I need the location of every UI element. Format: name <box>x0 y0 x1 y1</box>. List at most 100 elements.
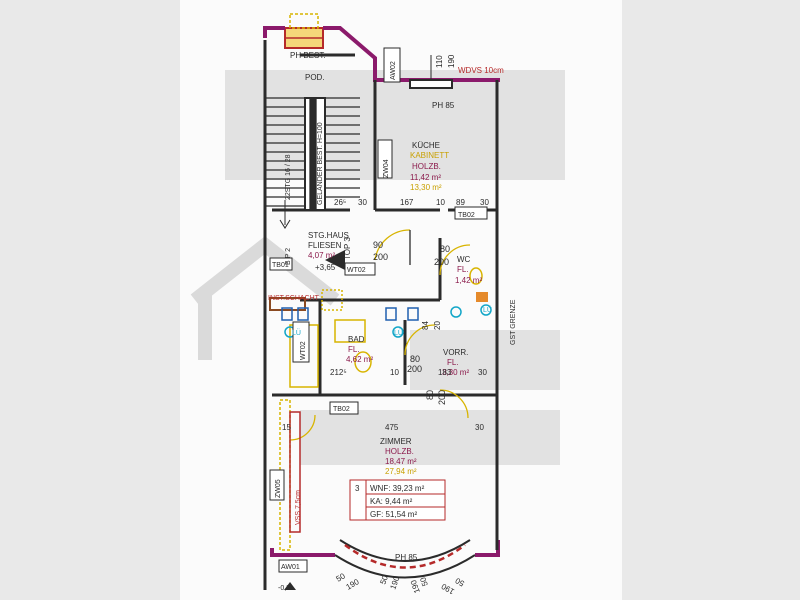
label-d200a: 200 <box>373 252 388 262</box>
label-wt02-left: WT02 <box>300 341 307 360</box>
labels: PH BEST. POD. AW02 110 190 WDVS 10cm PH … <box>268 51 517 596</box>
label-d-10: 10 <box>436 198 445 207</box>
label-ph85-bay: PH 85 <box>395 553 418 562</box>
label-gelaender: GELÄNDER BEST. H=100 <box>316 122 324 205</box>
label-bad: BAD <box>348 335 365 344</box>
zimmer-window <box>289 411 301 533</box>
label-stg-haus: STG.HAUS <box>308 231 349 240</box>
label-b50d: 50 <box>453 576 466 589</box>
label-zw04: ZW04 <box>383 159 390 178</box>
area-table <box>349 479 446 521</box>
label-d-167: 167 <box>400 198 414 207</box>
label-d-30b: 30 <box>480 198 489 207</box>
bay-window <box>334 539 476 579</box>
label-vorr: VORR. <box>443 348 468 357</box>
door-swings <box>289 229 471 441</box>
label-b190a: 190 <box>345 577 362 592</box>
label-top-no: 3 <box>355 484 360 493</box>
label-d-475: 475 <box>385 423 399 432</box>
kitchen-window <box>409 55 453 89</box>
label-fl-wc: FL. <box>457 265 469 274</box>
label-ph-best: PH BEST. <box>290 51 326 60</box>
label-lu2: LÜ <box>394 329 403 337</box>
top-window <box>284 13 324 49</box>
label-ph85: PH 85 <box>432 101 455 110</box>
label-zimmer-area: 18,47 m² <box>385 457 417 466</box>
label-ka: KA: 9,44 m² <box>370 497 413 506</box>
label-b190b: 190 <box>388 575 401 591</box>
label-bad-area: 4,62 m² <box>346 355 373 364</box>
label-fl-vorr: FL. <box>447 358 459 367</box>
label-wt02-top: WT02 <box>347 267 366 274</box>
label-d-30d: 30 <box>475 423 484 432</box>
label-wnf: WNF: 39,23 m² <box>370 484 425 493</box>
label-190-top: 190 <box>447 54 456 68</box>
label-fliesen: FLIESEN <box>308 241 342 250</box>
label-d-183: 183 <box>438 368 452 377</box>
stairs <box>265 97 360 229</box>
label-level-02: -0,2 <box>278 585 290 592</box>
label-kueche-area: 11,42 m² <box>410 173 441 182</box>
label-d-10b: 10 <box>390 368 399 377</box>
label-d80c: 80 <box>425 390 435 400</box>
label-d80b: 80 <box>410 354 420 364</box>
label-b190d: 190 <box>439 581 456 596</box>
label-b50c: 50 <box>418 575 430 587</box>
label-holzb-z: HOLZB. <box>385 447 414 456</box>
label-d90: 90 <box>373 240 383 250</box>
label-d-265: 26⁵ <box>334 198 346 207</box>
label-kueche: KÜCHE <box>412 141 440 150</box>
label-d80: 80 <box>440 244 450 254</box>
label-d15: 15 <box>282 423 291 432</box>
label-pod: POD. <box>305 73 325 82</box>
label-kabinett-area: 13,30 m² <box>410 183 442 192</box>
label-bp2: B P 2 <box>285 248 292 265</box>
label-kabinett: KABINETT <box>410 151 449 160</box>
label-top3: TOP 3 <box>343 237 352 260</box>
label-wc: WC <box>457 255 471 264</box>
label-vss: VSS 7,5cm <box>295 490 302 525</box>
label-inst: INST.SCHACHT <box>268 295 320 302</box>
label-holzb-k: HOLZB. <box>412 162 441 171</box>
background-left <box>0 0 180 600</box>
label-aw01: AW01 <box>281 564 300 571</box>
label-level-365: +3,65 <box>315 263 336 272</box>
label-d200b: 200 <box>434 257 449 267</box>
label-zimmer: ZIMMER <box>380 437 412 446</box>
label-zimmer-area2: 27,94 m² <box>385 467 417 476</box>
label-tb01: TB01 <box>272 262 289 269</box>
label-d200d: 200 <box>437 390 447 405</box>
label-d-30a: 30 <box>358 198 367 207</box>
walls <box>263 40 499 590</box>
label-lu1: LÜ <box>292 329 301 337</box>
label-b50a: 50 <box>335 571 348 584</box>
inst-schacht <box>269 289 488 311</box>
background-right <box>622 0 800 600</box>
label-tb02-mid: TB02 <box>333 406 350 413</box>
entrance-arrow <box>325 250 345 270</box>
label-vorr-area: 3,30 m² <box>442 368 469 377</box>
level-marker <box>284 582 296 590</box>
label-d20: 20 <box>433 321 442 330</box>
label-d-30c: 30 <box>478 368 487 377</box>
label-wc-area: 1,42 m² <box>455 276 482 285</box>
label-gst-grenze: GST GRENZE <box>510 299 517 345</box>
label-b190c: 190 <box>409 578 422 594</box>
label-stg-area: 4,07 m² <box>308 251 335 260</box>
wall-tags <box>269 47 488 573</box>
watermark-blocks <box>225 70 565 465</box>
ventilation-markers <box>281 304 492 338</box>
label-d-89: 89 <box>456 198 465 207</box>
label-b50b: 50 <box>378 574 390 586</box>
label-tb02-top: TB02 <box>458 212 475 219</box>
label-d84: 84 <box>421 321 430 330</box>
label-zw05: ZW05 <box>275 479 282 498</box>
label-fl-bad: FL. <box>348 345 360 354</box>
label-110: 110 <box>435 55 444 68</box>
label-wdvs: WDVS 10cm <box>458 66 504 75</box>
label-gf: GF: 51,54 m² <box>370 510 417 519</box>
label-d200c: 200 <box>407 364 422 374</box>
label-lu3: LÜ <box>483 306 492 314</box>
